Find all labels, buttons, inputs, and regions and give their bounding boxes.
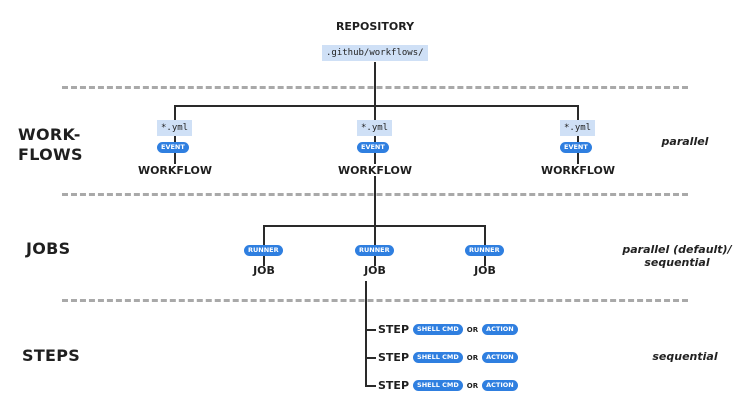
jobs-note-line2: sequential — [644, 256, 710, 269]
step-row-2: STEP SHELL CMD OR ACTION — [378, 351, 518, 364]
step-1-action-badge: ACTION — [482, 324, 518, 335]
divider-bottom — [62, 299, 688, 302]
workflow-2-file: *.yml — [357, 120, 393, 136]
section-workflows-label-line1: WORK- — [18, 125, 81, 144]
steps-note: sequential — [652, 350, 718, 363]
job-3-drop-line — [484, 225, 486, 245]
workflow-1-file: *.yml — [157, 120, 193, 136]
job-1-runner-badge: RUNNER — [244, 245, 283, 256]
divider-top — [62, 86, 688, 89]
step-2-label: STEP — [378, 351, 410, 364]
repository-title: REPOSITORY — [335, 20, 415, 33]
section-workflows-label: WORK- FLOWS — [18, 125, 83, 165]
workflow-bus-line — [174, 105, 579, 107]
job-2-drop-line — [374, 225, 376, 245]
workflow-3-event-badge: EVENT — [560, 142, 592, 153]
jobs-note-line1: parallel (default)/ — [622, 243, 732, 256]
workflow-2-label: WORKFLOW — [337, 164, 413, 177]
step-1-label: STEP — [378, 323, 410, 336]
job-3-label: JOB — [474, 264, 496, 277]
section-workflows-label-line2: FLOWS — [18, 145, 83, 164]
jobs-note: parallel (default)/ sequential — [612, 243, 742, 269]
step-2-or: OR — [466, 353, 479, 362]
workflow-1-label: WORKFLOW — [137, 164, 213, 177]
workflows-path: .github/workflows/ — [322, 45, 428, 61]
workflow-1-drop-line — [174, 105, 176, 120]
steps-spine-line — [365, 281, 367, 387]
step-row-3: STEP SHELL CMD OR ACTION — [378, 379, 518, 392]
step-2-branch-line — [365, 357, 376, 359]
job-1-runner-line — [263, 256, 265, 266]
section-steps-label: STEPS — [22, 346, 81, 365]
repo-to-bus-line — [374, 62, 376, 106]
workflow-3-label: WORKFLOW — [540, 164, 616, 177]
step-3-action-badge: ACTION — [482, 380, 518, 391]
step-row-1: STEP SHELL CMD OR ACTION — [378, 323, 518, 336]
job-3-runner-badge: RUNNER — [465, 245, 504, 256]
workflow-3-file: *.yml — [560, 120, 596, 136]
job-3-runner-line — [484, 256, 486, 266]
step-2-action-badge: ACTION — [482, 352, 518, 363]
job-1-label: JOB — [253, 264, 275, 277]
step-3-shell-badge: SHELL CMD — [413, 380, 463, 391]
step-2-shell-badge: SHELL CMD — [413, 352, 463, 363]
workflows-note: parallel — [661, 135, 709, 148]
workflow-3-drop-line — [577, 105, 579, 120]
step-1-shell-badge: SHELL CMD — [413, 324, 463, 335]
step-1-or: OR — [466, 325, 479, 334]
workflow-to-jobs-line — [374, 176, 376, 226]
job-1-drop-line — [263, 225, 265, 245]
step-3-or: OR — [466, 381, 479, 390]
job-2-runner-line — [374, 256, 376, 266]
divider-middle — [62, 193, 688, 196]
workflow-2-drop-line — [374, 105, 376, 120]
workflow-2-event-badge: EVENT — [357, 142, 389, 153]
step-1-branch-line — [365, 329, 376, 331]
section-jobs-label: JOBS — [26, 239, 71, 258]
job-2-label: JOB — [364, 264, 386, 277]
step-3-branch-line — [365, 385, 376, 387]
step-3-label: STEP — [378, 379, 410, 392]
job-2-runner-badge: RUNNER — [355, 245, 394, 256]
workflow-1-event-badge: EVENT — [157, 142, 189, 153]
